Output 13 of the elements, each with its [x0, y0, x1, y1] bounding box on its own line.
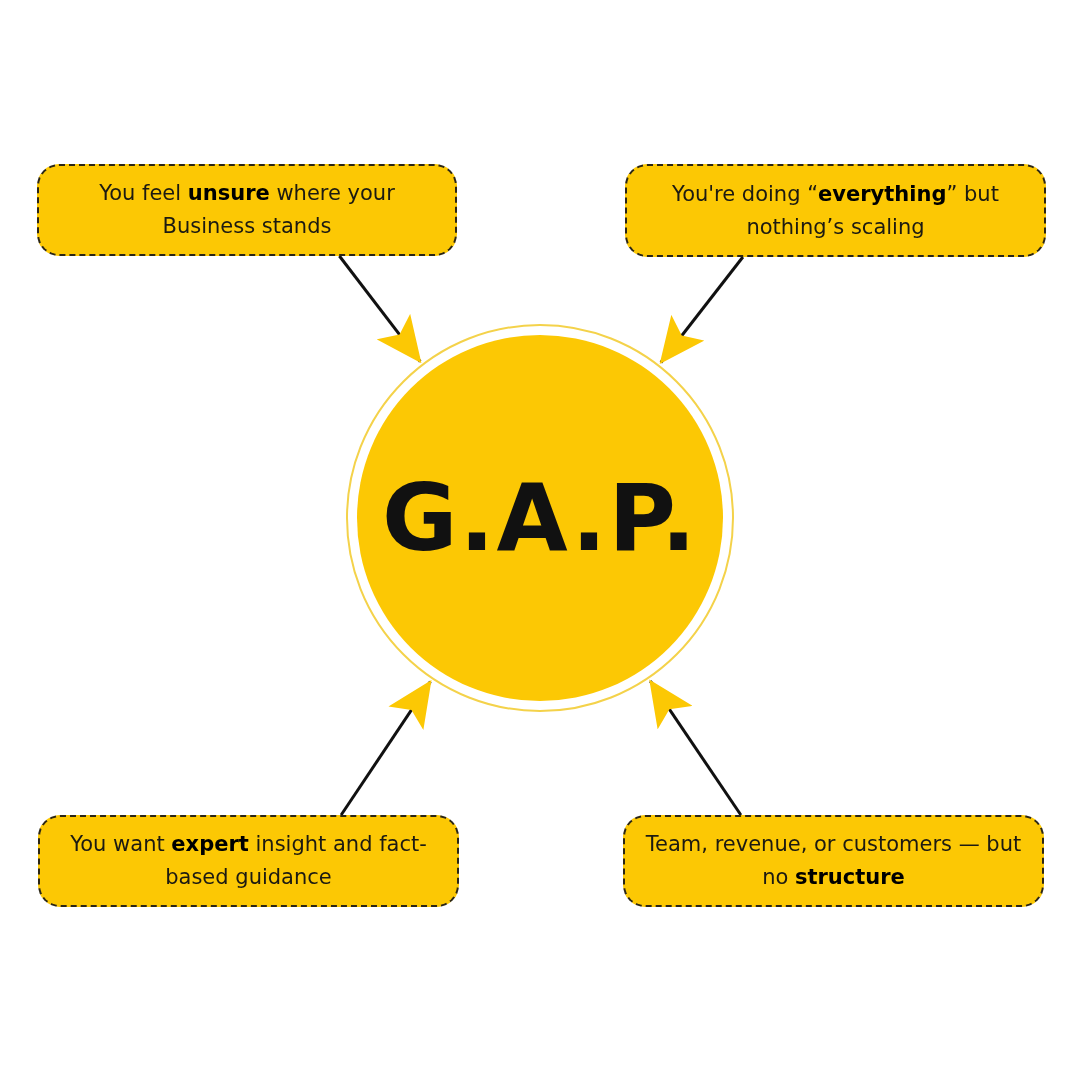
callout-text: You feel unsure where your Business stands [98, 180, 396, 240]
circle-title: G.A.P. [382, 464, 698, 572]
callout-text: You want expert insight and fact-based guidance [69, 831, 428, 891]
arrow [338, 255, 422, 364]
arrow [659, 256, 745, 365]
callout-text: You're doing “everything” but nothing’s scaling [671, 180, 1000, 241]
callout-box [625, 164, 1046, 257]
arrow [339, 680, 432, 816]
callout-box [38, 815, 459, 907]
callout-box [37, 164, 457, 256]
callout-box [623, 815, 1044, 907]
callout-text: Team, revenue, or customers — but no structure [644, 831, 1023, 891]
arrow [649, 679, 743, 816]
